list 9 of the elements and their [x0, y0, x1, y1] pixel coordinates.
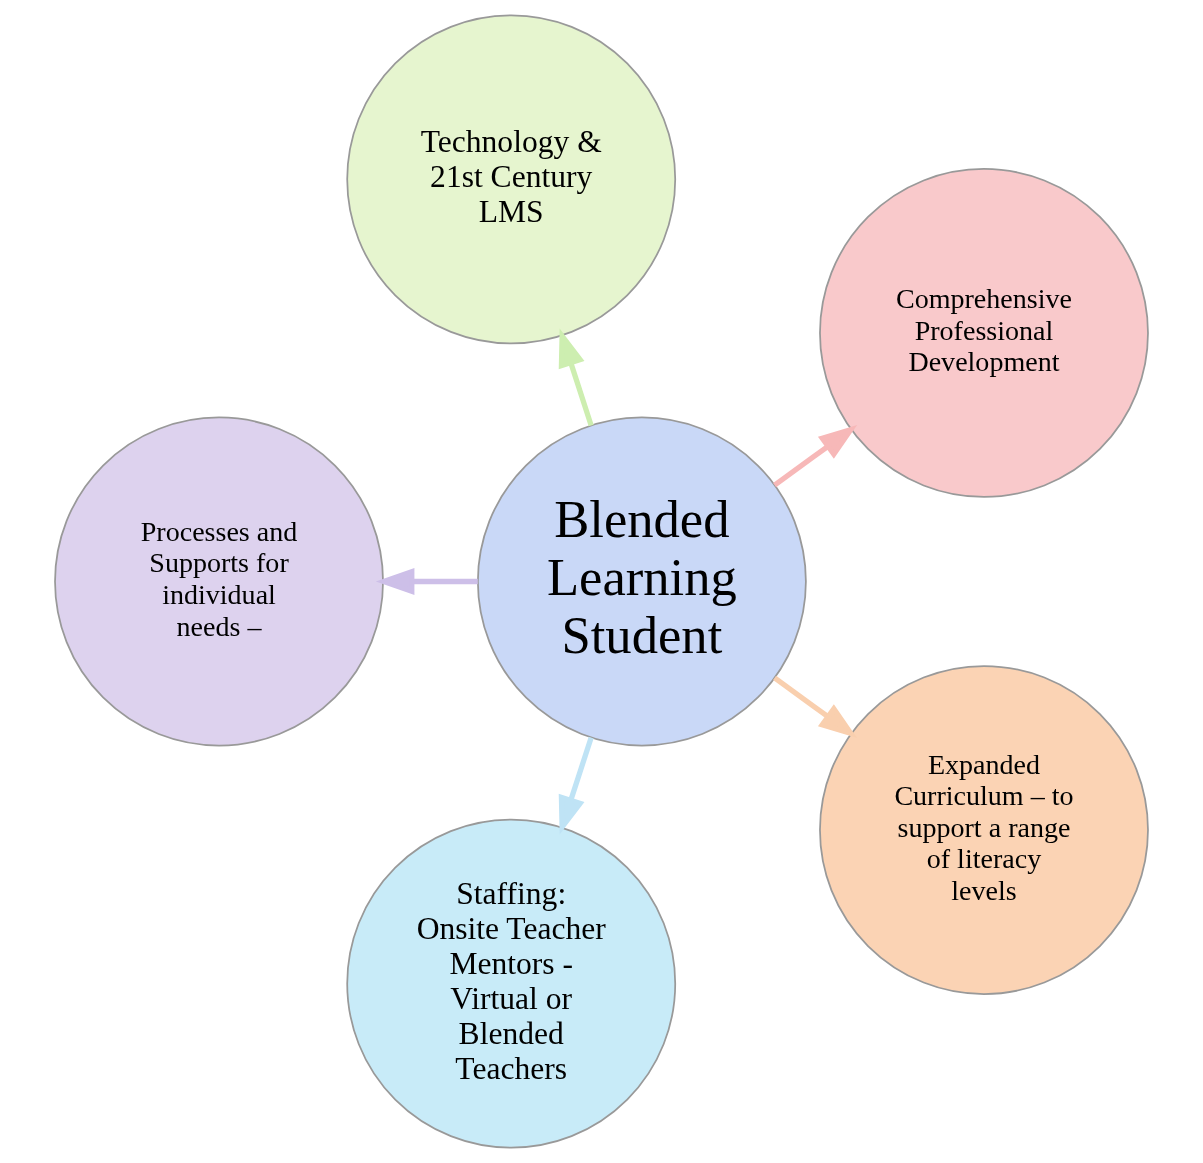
arrow — [773, 675, 858, 738]
node-circle: Staffing: Onsite Teacher Mentors - Virtual or Blended Teachers — [346, 818, 677, 1149]
node-circle: Processes and Supports for individual needs – — [54, 416, 384, 747]
arrow — [558, 328, 594, 427]
arrow — [773, 425, 858, 488]
node-circle: Technology & 21st Century LMS — [346, 14, 677, 345]
node-circle: Blended Learning Student — [477, 416, 807, 747]
arrow — [558, 736, 594, 835]
arrow — [375, 567, 478, 596]
